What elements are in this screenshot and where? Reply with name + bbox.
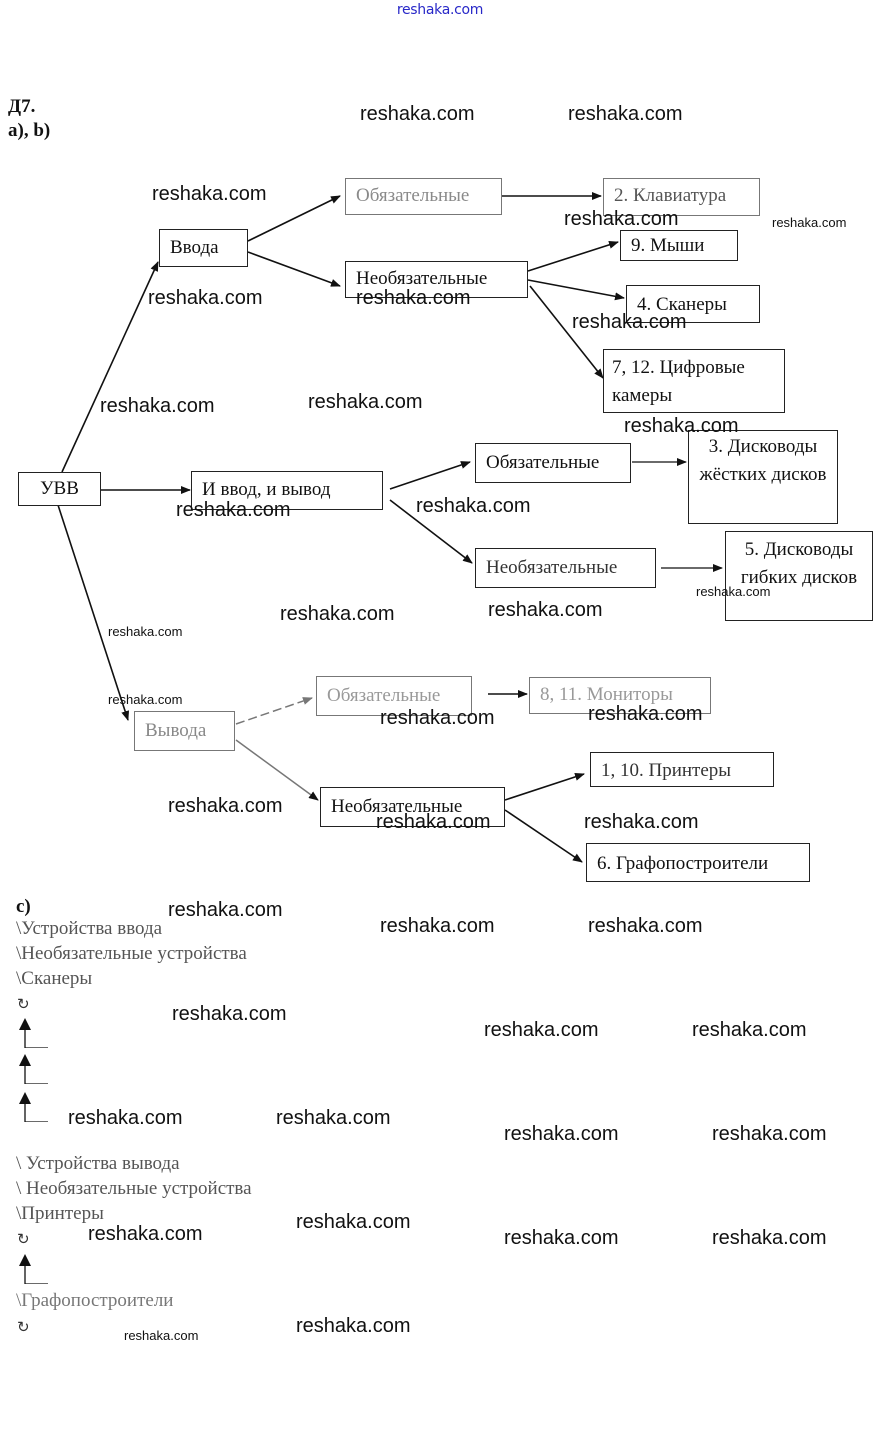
node-monitors: 8, 11. Мониторы [529,677,711,714]
watermark: reshaka.com [68,1107,183,1129]
up-arrow-icon [19,1054,48,1084]
refresh-icon: ↻ [17,1230,30,1248]
node-plotters: 6. Графопостроители [586,843,810,882]
edge-io-mandatory [389,461,471,490]
node-io-mandatory: Обязательные [475,443,631,483]
node-root: УВВ [18,472,101,506]
node-mice: 9. Мыши [620,230,738,261]
watermark: reshaka.com [360,103,475,125]
watermark: reshaka.com [168,795,283,817]
watermark: reshaka.com [356,287,471,309]
edge-io-optional [389,499,473,564]
path-scanner-line-2: \Необязательные устройства [16,943,247,964]
watermark: reshaka.com [380,707,495,729]
watermark: reshaka.com [572,311,687,333]
watermark: reshaka.com [280,603,395,625]
path-scanner-line-1: \Устройства ввода [16,918,163,939]
refresh-icon: ↻ [17,995,30,1013]
site-header-link[interactable]: reshaka.com [396,2,484,18]
watermark: reshaka.com [108,692,183,707]
node-fdd: 5. Дисководы гибких дисков [725,531,873,621]
up-arrow-icon [19,1018,48,1048]
path-printer-line-3: \Принтеры [16,1203,104,1224]
watermark: reshaka.com [624,415,739,437]
watermark: reshaka.com [380,915,495,937]
node-io-optional: Необязательные [475,548,656,588]
edge-mice [527,240,619,272]
path-printer-line-1: \ Устройства вывода [16,1153,180,1174]
watermark: reshaka.com [584,811,699,833]
node-output-mandatory: Обязательные [316,676,472,716]
path-plotter-line-1: \Графопостроители [16,1290,174,1311]
watermark: reshaka.com [108,624,183,639]
watermark: reshaka.com [588,915,703,937]
watermark: reshaka.com [692,1019,807,1041]
edge-output-mandatory [235,697,313,725]
watermark: reshaka.com [100,395,215,417]
node-cameras: 7, 12. Цифровые камеры [603,349,785,413]
path-scanner-line-3: \Сканеры [16,968,93,989]
node-input-mandatory: Обязательные [345,178,502,215]
edge-root-output [57,504,130,721]
node-io: И ввод, и вывод [191,471,383,510]
node-printers: 1, 10. Принтеры [590,752,774,787]
up-arrow-icon [19,1254,48,1284]
watermark: reshaka.com [712,1227,827,1249]
edge-plotters [504,809,583,863]
watermark: reshaka.com [712,1123,827,1145]
node-input-optional: Необязательные [345,261,528,298]
watermark: reshaka.com [124,1328,199,1343]
watermark: reshaka.com [376,811,491,833]
watermark: reshaka.com [568,103,683,125]
path-printer-line-2: \ Необязательные устройства [16,1178,252,1199]
watermark: reshaka.com [276,1107,391,1129]
watermark: reshaka.com [172,1003,287,1025]
watermark: reshaka.com [296,1211,411,1233]
edge-root-input [61,261,159,473]
watermark: reshaka.com [488,599,603,621]
edge-output-optional [235,739,319,801]
node-input: Ввода [159,229,248,267]
watermark: reshaka.com [148,287,263,309]
watermark: reshaka.com [588,703,703,725]
edge-input-mandatory [247,195,341,242]
watermark: reshaka.com [176,499,291,521]
parts-ab-label: a), b) [8,120,51,141]
watermark: reshaka.com [484,1019,599,1041]
refresh-icon: ↻ [17,1318,30,1336]
watermark: reshaka.com [564,208,679,230]
watermark: reshaka.com [772,215,847,230]
watermark: reshaka.com [168,899,283,921]
edge-scanners [527,279,625,301]
watermark: reshaka.com [416,495,531,517]
up-arrow-icon [19,1092,48,1122]
edge-printers [504,773,585,801]
watermark: reshaka.com [152,183,267,205]
part-c-label: c) [16,896,31,917]
node-keyboard: 2. Клавиатура [603,178,760,216]
watermark: reshaka.com [296,1315,411,1337]
node-output-optional: Необязательные [320,787,505,827]
task-number: Д7. [8,96,36,117]
watermark: reshaka.com [504,1227,619,1249]
watermark: reshaka.com [504,1123,619,1145]
edge-input-optional [247,251,341,287]
watermark: reshaka.com [88,1223,203,1245]
watermark: reshaka.com [308,391,423,413]
edge-cameras [529,285,604,379]
node-output: Вывода [134,711,235,751]
watermark: reshaka.com [696,584,771,599]
node-hdd: 3. Дисководы жёстких дисков [688,430,838,524]
node-scanners: 4. Сканеры [626,285,760,323]
